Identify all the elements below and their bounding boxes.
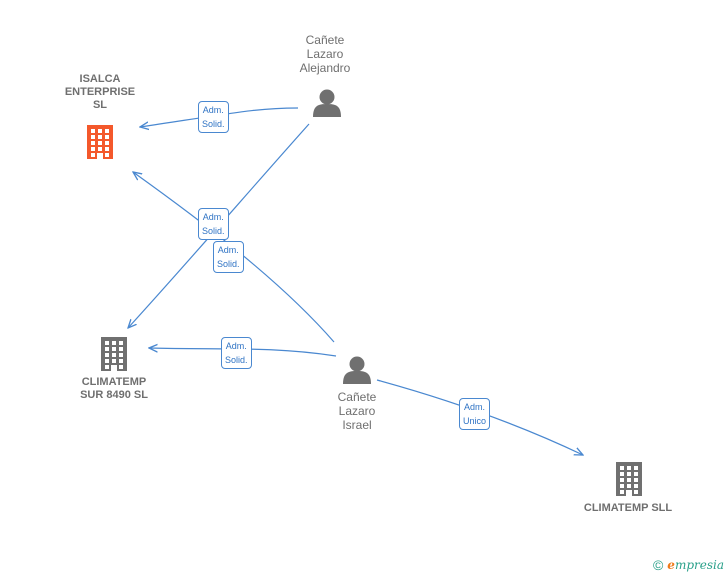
empresia-logo: empresia (667, 558, 724, 572)
edge-label-israel-to-climatemp_sll[interactable]: Adm.Unico (459, 398, 491, 430)
person-icon-alejandro[interactable] (313, 89, 341, 118)
edge-label-israel-to-climatemp_sur[interactable]: Adm.Solid. (221, 337, 252, 369)
copyright-symbol: © (652, 557, 664, 573)
building-icon-climatemp_sur[interactable] (101, 337, 127, 371)
edge-label-alejandro-to-isalca[interactable]: Adm.Solid. (198, 101, 229, 133)
person-icon-israel[interactable] (343, 356, 371, 385)
edge-label-israel-to-isalca[interactable]: Adm.Solid. (213, 241, 244, 273)
building-icon-climatemp_sll[interactable] (616, 462, 642, 496)
edge-alejandro-to-isalca (140, 107, 299, 127)
node-label-climatemp_sll[interactable]: CLIMATEMP SLL (583, 502, 673, 514)
edge-label-alejandro-to-climatemp_sur[interactable]: Adm.Solid. (198, 208, 229, 240)
building-icon-isalca[interactable] (87, 125, 113, 159)
footer-brand: © empresia (653, 557, 724, 573)
